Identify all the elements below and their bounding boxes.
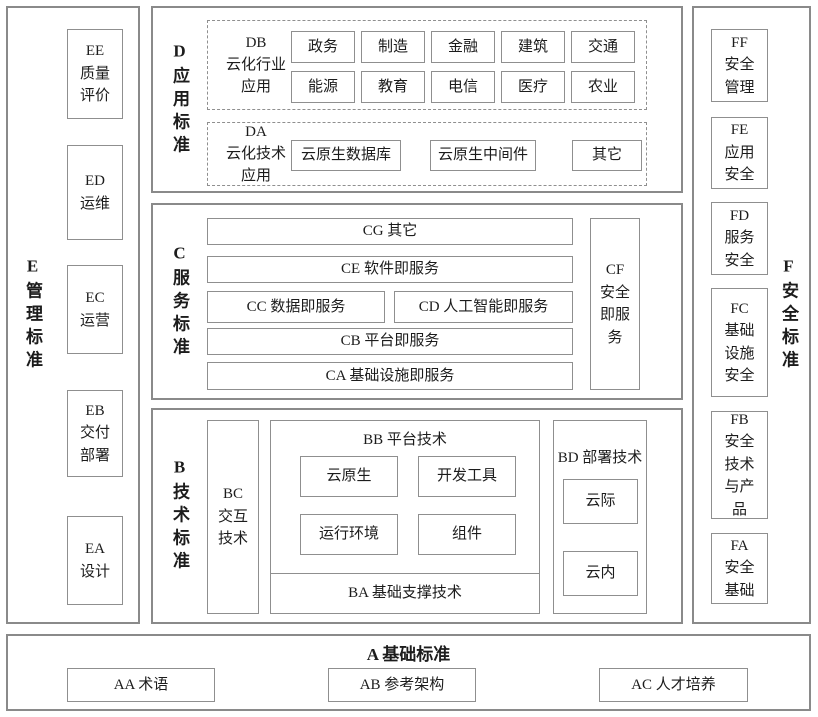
group-bd-title: BD 部署技术 xyxy=(557,450,643,466)
node-industry-construction: 建筑 xyxy=(501,31,565,63)
node-cf-secaas: CF 安全 即服 务 xyxy=(590,218,640,390)
group-db-label: DB 云化行业 应用 xyxy=(225,35,286,95)
node-inter-cloud: 云际 xyxy=(563,479,638,524)
node-aa-terminology: AA 术语 xyxy=(67,668,215,702)
node-cd-aiaas: CD 人工智能即服务 xyxy=(394,291,573,323)
group-bd-deployment-technology: BD 部署技术 云际 云内 xyxy=(553,420,647,614)
node-ca-iaas: CA 基础设施即服务 xyxy=(207,362,573,390)
node-industry-energy: 能源 xyxy=(291,71,355,103)
node-fb-security-tech-products: FB 安全 技术 与产 品 xyxy=(711,411,768,519)
node-ac-talent-cultivation: AC 人才培养 xyxy=(599,668,748,702)
group-da-technology-applications: DA 云化技术 应用 云原生数据库 云原生中间件 其它 xyxy=(207,122,647,186)
node-components: 组件 xyxy=(418,514,516,555)
node-ec-operation: EC 运营 xyxy=(67,265,123,354)
node-fd-service-security: FD 服务 安全 xyxy=(711,202,768,275)
node-runtime-environment: 运行环境 xyxy=(300,514,398,555)
node-cloud-native-database: 云原生数据库 xyxy=(291,140,401,171)
node-dev-tools: 开发工具 xyxy=(418,456,516,497)
node-cc-daas: CC 数据即服务 xyxy=(207,291,385,323)
group-db-industry-applications: DB 云化行业 应用 政务 制造 金融 建筑 交通 能源 教育 电信 医疗 农业 xyxy=(207,20,647,110)
node-industry-telecom: 电信 xyxy=(431,71,495,103)
node-fc-infrastructure-security: FC 基础 设施 安全 xyxy=(711,288,768,397)
section-a-title: A 基础标准 xyxy=(366,645,451,664)
node-eb-delivery-deployment: EB 交付 部署 xyxy=(67,390,123,477)
node-ee-quality-evaluation: EE 质量 评价 xyxy=(67,29,123,119)
node-bc-interaction-technology: BC 交互 技术 xyxy=(207,420,259,614)
section-e-label: E管理标准 xyxy=(23,256,42,374)
node-ed-operations-maintenance: ED 运维 xyxy=(67,145,123,240)
section-c-service: C服务标准 CG 其它 CE 软件即服务 CC 数据即服务 CD 人工智能即服务… xyxy=(151,203,683,400)
group-da-label: DA 云化技术 应用 xyxy=(225,124,286,184)
node-industry-medical: 医疗 xyxy=(501,71,565,103)
group-bb-platform-technology: BB 平台技术 云原生 开发工具 运行环境 组件 xyxy=(270,420,540,574)
node-ba-foundation-support-technology: BA 基础支撑技术 xyxy=(270,573,540,614)
node-ff-security-management: FF 安全 管理 xyxy=(711,29,768,102)
node-industry-education: 教育 xyxy=(361,71,425,103)
node-fa-security-foundation: FA 安全 基础 xyxy=(711,533,768,604)
section-d-label: D应用标准 xyxy=(170,41,189,158)
node-fe-application-security: FE 应用 安全 xyxy=(711,117,768,189)
node-industry-manufacturing: 制造 xyxy=(361,31,425,63)
section-b-technology: B技术标准 BC 交互 技术 BB 平台技术 云原生 开发工具 运行环境 组件 … xyxy=(151,408,683,624)
section-d-application: D应用标准 DB 云化行业 应用 政务 制造 金融 建筑 交通 能源 教育 电信… xyxy=(151,6,683,193)
node-cloud-native-middleware: 云原生中间件 xyxy=(430,140,536,171)
node-cloud-native: 云原生 xyxy=(300,456,398,497)
section-f-security: F安全标准 FF 安全 管理 FE 应用 安全 FD 服务 安全 FC 基础 设… xyxy=(692,6,811,624)
node-industry-agriculture: 农业 xyxy=(571,71,635,103)
node-da-other: 其它 xyxy=(572,140,642,171)
section-c-label: C服务标准 xyxy=(170,243,189,360)
section-a-foundation: A 基础标准 AA 术语 AB 参考架构 AC 人才培养 xyxy=(6,634,811,711)
node-ab-reference-architecture: AB 参考架构 xyxy=(328,668,476,702)
node-cg-other: CG 其它 xyxy=(207,218,573,245)
section-f-label: F安全标准 xyxy=(779,256,798,374)
node-industry-government: 政务 xyxy=(291,31,355,63)
node-ea-design: EA 设计 xyxy=(67,516,123,605)
node-ce-saas: CE 软件即服务 xyxy=(207,256,573,283)
group-bb-title: BB 平台技术 xyxy=(363,432,447,448)
node-intra-cloud: 云内 xyxy=(563,551,638,596)
node-industry-finance: 金融 xyxy=(431,31,495,63)
section-e-management: E管理标准 EE 质量 评价 ED 运维 EC 运营 EB 交付 部署 EA 设… xyxy=(6,6,140,624)
node-industry-transportation: 交通 xyxy=(571,31,635,63)
node-cb-paas: CB 平台即服务 xyxy=(207,328,573,355)
section-b-label: B技术标准 xyxy=(170,457,189,575)
